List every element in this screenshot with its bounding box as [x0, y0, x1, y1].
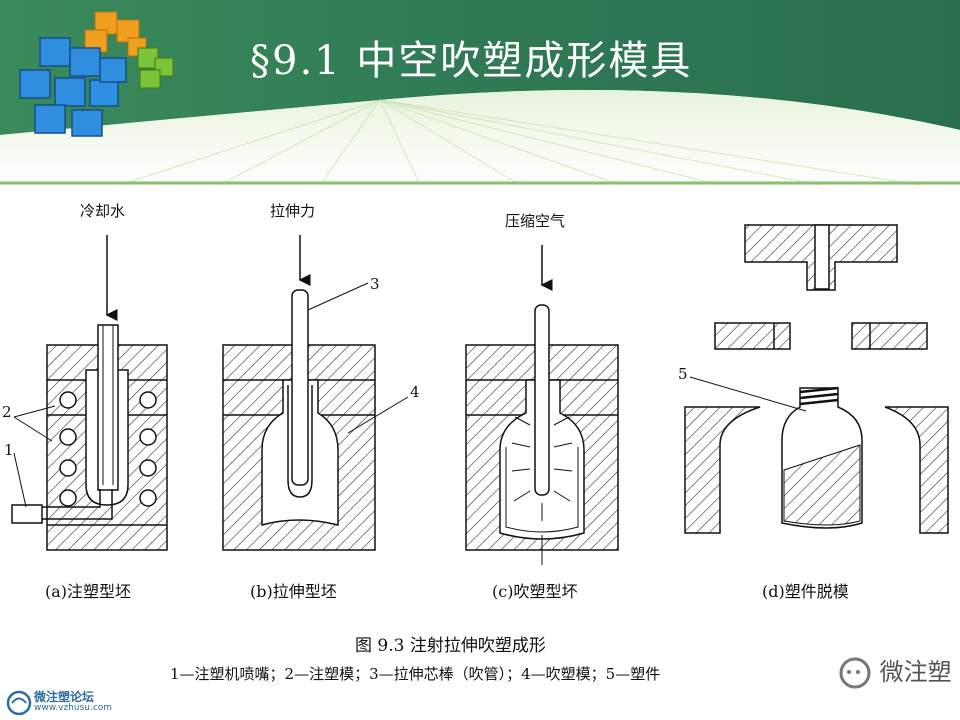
- slide-header: §9.1 中空吹塑成形模具: [0, 0, 960, 185]
- label-stretch-force: 拉伸力: [270, 202, 316, 220]
- slide-title: §9.1 中空吹塑成形模具: [250, 38, 693, 84]
- injection-stretch-blow-figure: 冷却水 拉伸力 压缩空气 2 1 3 4 5 (a)注塑型坯 (b)拉伸型坯 (…: [0, 185, 960, 720]
- callout-3: 3: [370, 275, 380, 293]
- callout-1: 1: [4, 441, 14, 459]
- header-background: [0, 0, 960, 185]
- label-compressed-air: 压缩空气: [505, 212, 566, 230]
- watermark-left-url: www.vzhusu.com: [34, 703, 113, 713]
- panel-a-injection-mold: [11, 235, 168, 551]
- caption-c: (c)吹塑型坏: [492, 582, 578, 601]
- panel-d-demold: [684, 224, 949, 534]
- figure-caption: 图 9.3 注射拉伸吹塑成形: [355, 636, 546, 656]
- watermark-left: 微注塑论坛 www.vzhusu.com: [6, 688, 156, 718]
- puzzle-cube-logo: [19, 11, 174, 137]
- wechat-logo-icon: [839, 657, 871, 689]
- figure-drawing: [11, 224, 949, 565]
- caption-a: (a)注塑型坯: [45, 582, 132, 601]
- watermark-left-title: 微注塑论坛: [34, 690, 95, 704]
- callout-5: 5: [678, 365, 688, 383]
- callout-4: 4: [410, 383, 420, 401]
- caption-d: (d)塑件脱模: [762, 582, 849, 601]
- callout-2: 2: [2, 403, 12, 421]
- watermark-right-text: 微注塑: [879, 658, 952, 686]
- figure-legend: 1—注塑机喷嘴；2—注塑模；3—拉伸芯棒（吹管）；4—吹塑模；5—塑件: [170, 665, 661, 683]
- caption-b: (b)拉伸型坯: [250, 582, 337, 601]
- forum-logo-icon: [6, 690, 32, 716]
- panel-c-blow: [465, 245, 619, 565]
- panel-b-stretch: [222, 235, 409, 551]
- watermark-right: 微注塑: [838, 652, 952, 690]
- label-cooling-water: 冷却水: [80, 202, 126, 220]
